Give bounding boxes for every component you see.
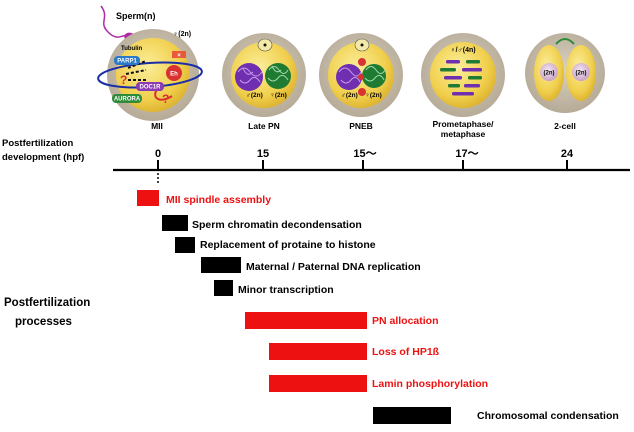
late-pn-male: ♂(2n) — [246, 92, 263, 99]
process-bars: MII spindle assembly Sperm chromatin dec… — [137, 190, 619, 424]
eh-label: Eh — [170, 72, 178, 78]
processes-label-line2: processes — [15, 316, 72, 328]
two-cell-left: (2n) — [544, 71, 555, 77]
stage-labels: MII Late PN PNEB Prometaphase/metaphase … — [151, 119, 576, 139]
stage-label: MII — [151, 121, 163, 131]
processes-label-line1: Postfertilization — [4, 297, 90, 309]
aurora-label: AURORA — [114, 97, 141, 103]
process-label: Minor transcription — [238, 284, 334, 296]
two-cell-right: (2n) — [576, 71, 587, 77]
tick-label: 17～ — [455, 148, 478, 160]
oocyte-mii: ♀(2n) Eh × Tubulin PARP1 DOC1R AURORA ? … — [97, 29, 203, 121]
oocyte-prometaphase: ♀/♂(4n) — [421, 33, 505, 117]
process-label: Replacement of protaine to histone — [200, 239, 376, 251]
doc1r-label: DOC1R — [139, 85, 161, 91]
timeline-title-line2: development (hpf) — [2, 152, 84, 163]
processes-label: Postfertilization processes — [4, 297, 90, 328]
stage-label-multiline: Prometaphase/metaphase — [433, 119, 495, 139]
tick-label: 15 — [257, 148, 269, 160]
process-label: Chromosomal condensation — [477, 410, 619, 422]
cross-mark: × — [177, 53, 181, 59]
process-label: Loss of HP1ß — [372, 346, 440, 358]
mii-ploidy: ♀(2n) — [173, 31, 191, 38]
process-label: Sperm chromatin decondensation — [192, 219, 362, 231]
pneb-female: ♀(2n) — [365, 92, 382, 99]
parp1-label: PARP1 — [117, 59, 137, 65]
late-pn-female: ♀(2n) — [270, 92, 287, 99]
tick-label: 0 — [155, 148, 161, 160]
process-bar — [162, 215, 188, 231]
process-bar — [269, 375, 367, 392]
timeline: Postfertilization development (hpf) 0 15… — [2, 138, 630, 184]
stage-label: Late PN — [248, 121, 280, 131]
process-bar — [373, 407, 451, 424]
oocyte-late-pn: ♂(2n) ♀(2n) — [222, 33, 306, 117]
process-bar — [201, 257, 241, 273]
process-bar — [245, 312, 367, 329]
process-bar — [137, 190, 159, 206]
prometaphase-ploidy: ♀/♂(4n) — [450, 47, 475, 54]
oocyte-pneb: ♂(2n) ♀(2n) — [319, 33, 403, 117]
pneb-male: ♂(2n) — [341, 92, 358, 99]
process-bar — [214, 280, 233, 296]
process-label: MII spindle assembly — [166, 194, 271, 206]
tick-label: 15～ — [353, 148, 376, 160]
process-bar — [175, 237, 195, 253]
embryo-2-cell: (2n) (2n) — [525, 33, 605, 113]
sperm-label: Sperm(n) — [116, 11, 156, 21]
question-mark-2: ? — [162, 92, 169, 106]
process-bar — [269, 343, 367, 360]
stage-label: 2-cell — [554, 121, 576, 131]
process-label: Lamin phosphorylation — [372, 378, 488, 390]
process-label: PN allocation — [372, 315, 439, 327]
tubulin-label: Tubulin — [121, 46, 143, 52]
process-label: Maternal / Paternal DNA replication — [246, 261, 421, 273]
question-mark-1: ? — [120, 73, 127, 87]
tick-label: 24 — [561, 148, 574, 160]
stage-label: PNEB — [349, 121, 373, 131]
timeline-title-line1: Postfertilization — [2, 138, 73, 149]
